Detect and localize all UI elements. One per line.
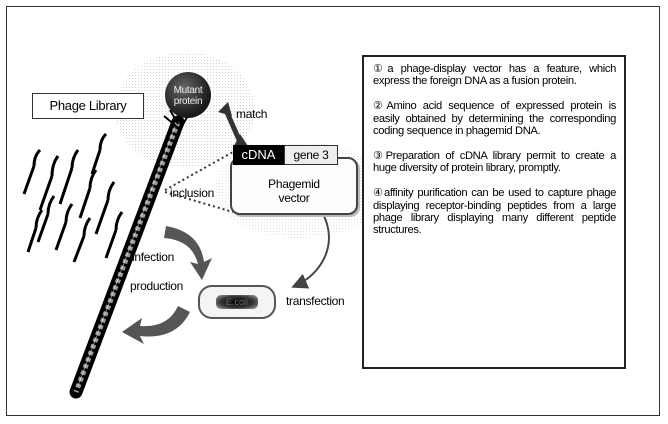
production-label: production xyxy=(130,279,183,293)
phage-library-phages xyxy=(24,134,122,262)
gene3-segment: gene 3 xyxy=(284,145,338,165)
match-label: match xyxy=(236,107,267,121)
transfection-label: transfection xyxy=(286,294,344,308)
cdna-segment: cDNA xyxy=(233,145,284,165)
production-arrow xyxy=(122,306,190,344)
notes-panel: ①a phage-display vector has a feature, w… xyxy=(362,55,626,369)
ecoli-label: E.coli xyxy=(216,295,258,309)
note-1: ①a phage-display vector has a feature, w… xyxy=(373,63,616,87)
phage-library-label: Phage Library xyxy=(32,93,144,119)
note-2: ②Amino acid sequence of expressed protei… xyxy=(373,100,616,137)
ecoli-cell: E.coli xyxy=(198,285,276,319)
mutant-protein-label: Mutant protein xyxy=(174,85,203,107)
infection-label: infection xyxy=(132,250,174,264)
phagemid-vector-label: Phagemid vector xyxy=(232,177,356,205)
note-4: ④affinity purification can be used to ca… xyxy=(373,187,616,236)
inclusion-label: inclusion xyxy=(170,186,214,200)
mutant-protein: Mutant protein xyxy=(165,72,211,118)
phagemid-vector: Phagemid vector xyxy=(230,157,358,215)
note-3: ③Preparation of cDNA library permit to c… xyxy=(373,150,616,174)
